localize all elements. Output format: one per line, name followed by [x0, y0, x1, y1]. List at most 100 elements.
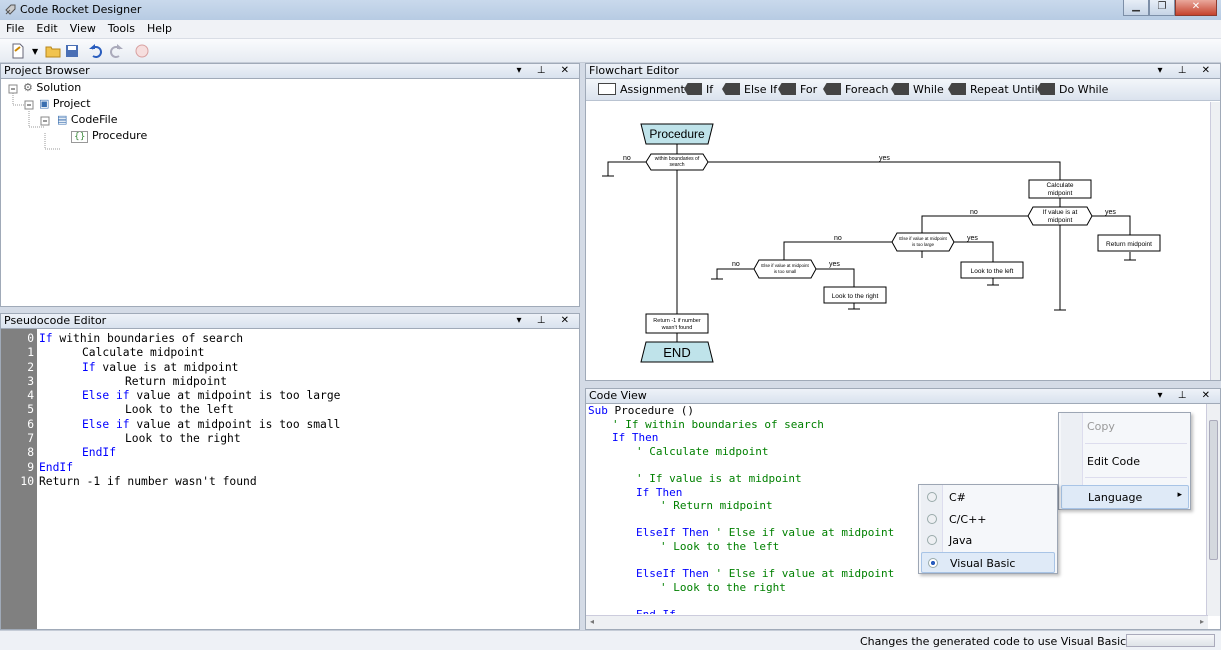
flowchart-decision-boundaries[interactable]: within boundaries of search — [645, 153, 709, 171]
language-option[interactable]: Java — [921, 530, 1055, 551]
language-option[interactable]: C# — [921, 487, 1055, 508]
tree-item-solution[interactable]: ⚙ Solution — [23, 81, 81, 94]
palette-while[interactable]: While — [891, 83, 944, 97]
pseudocode-line[interactable]: If within boundaries of search — [39, 332, 569, 346]
palette-do-while[interactable]: Do While — [1037, 83, 1108, 97]
code-line[interactable]: Sub Procedure () — [588, 404, 1203, 418]
menu-item-copy[interactable]: Copy — [1087, 420, 1115, 433]
chevron-down-icon[interactable]: ▼ — [32, 47, 39, 56]
scroll-thumb[interactable] — [1209, 420, 1218, 560]
menu-item-edit-code[interactable]: Edit Code — [1087, 455, 1140, 468]
code-line[interactable]: ElseIf Then ' Else if value at midpoint — [588, 526, 1203, 540]
pane-controls[interactable]: ▾ ⊥ ✕ — [516, 315, 575, 326]
pane-controls[interactable]: ▾ ⊥ ✕ — [516, 65, 575, 76]
redo-icon[interactable] — [108, 43, 124, 59]
flowchart-decision-too-large[interactable]: Else if value at midpoint is too large — [891, 232, 955, 252]
pseudocode-line[interactable]: If value is at midpoint — [39, 361, 569, 375]
flowchart-palette: Assignment If Else If For Foreach While … — [586, 79, 1220, 101]
code-line[interactable]: If Then — [588, 431, 1203, 445]
decision-label: Else if value at midpoint — [761, 263, 809, 268]
pseudocode-line[interactable]: EndIf — [39, 461, 569, 475]
language-option[interactable]: Visual Basic — [921, 551, 1055, 573]
file-icon: ▤ — [57, 113, 68, 126]
pseudocode-line[interactable]: Else if value at midpoint is too small — [39, 418, 569, 432]
tree-item-project[interactable]: ▣ Project — [39, 97, 91, 110]
palette-foreach[interactable]: Foreach — [823, 83, 888, 97]
pseudocode-line[interactable]: Look to the left — [39, 403, 569, 417]
menu-edit[interactable]: Edit — [36, 22, 58, 35]
node-label: midpoint — [1048, 190, 1073, 197]
node-label: Return midpoint — [1106, 241, 1152, 248]
code-line[interactable] — [588, 554, 1203, 568]
palette-for[interactable]: For — [778, 83, 817, 97]
progress-bar — [1126, 634, 1215, 647]
procedure-icon: {} — [71, 131, 89, 143]
code-line[interactable]: ' Return midpoint — [588, 499, 1203, 513]
flowchart-canvas[interactable]: Procedure within boundaries of search no… — [586, 102, 1220, 380]
code-line[interactable]: ' If within boundaries of search — [588, 418, 1203, 432]
stop-icon[interactable] — [134, 43, 150, 59]
code-line[interactable]: ElseIf Then ' Else if value at midpoint — [588, 567, 1203, 581]
flowchart-scrollbar[interactable] — [1210, 102, 1220, 380]
palette-repeat-until[interactable]: Repeat Until — [948, 83, 1038, 97]
flowchart-return-not-found-node[interactable]: Return -1 if number wasn't found — [645, 313, 709, 334]
menu-tools[interactable]: Tools — [107, 22, 135, 35]
chevron-left-icon[interactable]: ◂ — [590, 617, 595, 626]
menu-help[interactable]: Help — [146, 22, 173, 35]
close-button[interactable]: ✕ — [1175, 0, 1217, 16]
code-line[interactable] — [588, 513, 1203, 527]
decision-label: within boundaries of — [655, 156, 700, 162]
code-line[interactable]: ' Calculate midpoint — [588, 445, 1203, 459]
code-line[interactable]: ' If value is at midpoint — [588, 472, 1203, 486]
node-label: Look to the right — [832, 293, 879, 300]
pseudocode-line[interactable]: Return -1 if number wasn't found — [39, 475, 569, 489]
new-file-icon[interactable] — [10, 43, 26, 59]
pseudocode-line[interactable]: Look to the right — [39, 432, 569, 446]
open-folder-icon[interactable] — [45, 43, 61, 59]
yes-label: yes — [967, 235, 978, 242]
flowchart-look-right-node[interactable]: Look to the right — [823, 286, 887, 304]
flowchart-decision-too-small[interactable]: Else if value at midpoint is too small — [753, 259, 817, 279]
pseudocode-line[interactable]: Calculate midpoint — [39, 346, 569, 360]
menu-item-language[interactable]: Language ▸ — [1061, 485, 1189, 509]
palette-else-if[interactable]: Else If — [722, 83, 777, 97]
flowchart-calculate-node[interactable]: Calculate midpoint — [1028, 179, 1092, 199]
menu-view[interactable]: View — [69, 22, 96, 35]
pseudocode-line[interactable]: Else if value at midpoint is too large — [39, 389, 569, 403]
code-line[interactable]: End If — [588, 608, 1203, 614]
line-number: 8 — [27, 446, 34, 460]
code-text[interactable]: Sub Procedure ()' If within boundaries o… — [588, 404, 1203, 614]
code-vertical-scrollbar[interactable] — [1206, 404, 1220, 616]
palette-if[interactable]: If — [684, 83, 713, 97]
language-option[interactable]: C/C++ — [921, 509, 1055, 530]
flowchart-return-midpoint-node[interactable]: Return midpoint — [1097, 234, 1161, 252]
pseudocode-line[interactable]: EndIf — [39, 446, 569, 460]
flowchart-look-left-node[interactable]: Look to the left — [960, 261, 1024, 279]
minimize-button[interactable]: ▁ — [1123, 0, 1149, 16]
node-label: Return -1 if number — [653, 318, 701, 324]
tree-item-label: CodeFile — [70, 113, 118, 126]
pseudocode-editor-header: Pseudocode Editor ▾ ⊥ ✕ — [1, 314, 579, 329]
code-line[interactable]: If Then — [588, 486, 1203, 500]
chevron-right-icon[interactable]: ▸ — [1199, 617, 1204, 626]
tree-item-procedure[interactable]: {} Procedure — [71, 129, 147, 143]
maximize-button[interactable]: ❐ — [1149, 0, 1175, 16]
code-horizontal-scrollbar[interactable]: ◂▸ — [586, 615, 1208, 629]
save-icon[interactable] — [64, 43, 80, 59]
pane-controls[interactable]: ▾ ⊥ ✕ — [1157, 65, 1216, 76]
pseudocode-line[interactable]: Return midpoint — [39, 375, 569, 389]
menu-file[interactable]: File — [6, 22, 25, 35]
flowchart-end-node[interactable]: END — [640, 341, 714, 363]
flowchart-editor-header: Flowchart Editor ▾ ⊥ ✕ — [586, 64, 1220, 79]
pane-controls[interactable]: ▾ ⊥ ✕ — [1157, 390, 1216, 401]
code-line[interactable] — [588, 594, 1203, 608]
palette-assignment[interactable]: Assignment — [598, 83, 685, 97]
flowchart-decision-midpoint[interactable]: If value is at midpoint — [1027, 206, 1093, 226]
tree-item-codefile[interactable]: ▤ CodeFile — [57, 113, 117, 126]
undo-icon[interactable] — [88, 43, 104, 59]
code-line[interactable]: ' Look to the left — [588, 540, 1203, 554]
code-line[interactable]: ' Look to the right — [588, 581, 1203, 595]
flowchart-start-node[interactable]: Procedure — [640, 123, 714, 145]
